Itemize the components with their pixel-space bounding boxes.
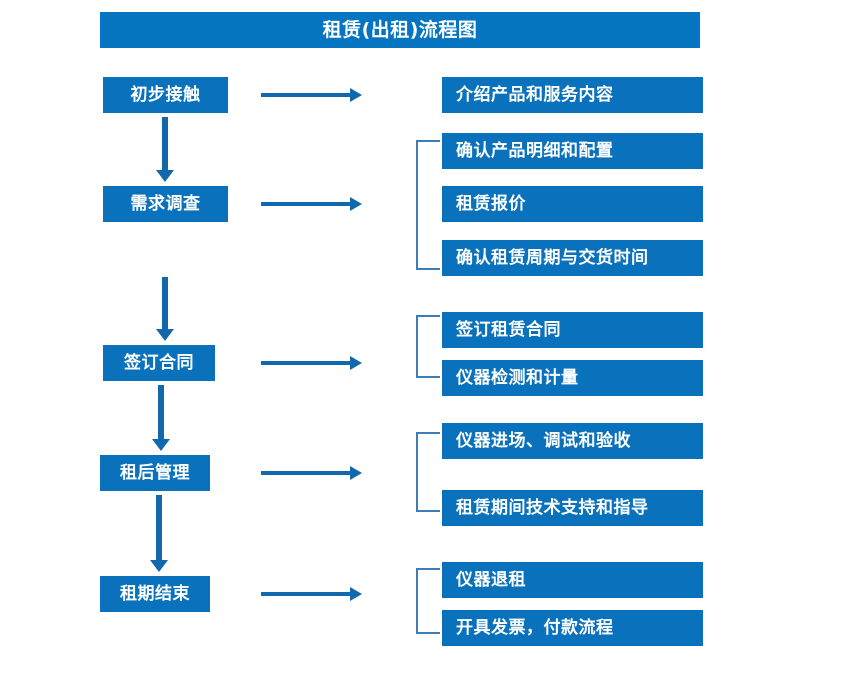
group-bracket-2 (416, 315, 440, 378)
detail-box-9[interactable]: 仪器退租 (442, 562, 703, 598)
horizontal-arrow-2 (261, 196, 362, 212)
stage-box-1[interactable]: 初步接触 (103, 77, 228, 113)
vertical-arrow-4 (150, 495, 168, 572)
detail-box-5-label: 签订租赁合同 (456, 319, 561, 340)
detail-box-3[interactable]: 租赁报价 (442, 186, 703, 222)
detail-box-1-label: 介绍产品和服务内容 (456, 84, 614, 105)
vertical-arrow-1 (156, 117, 174, 182)
detail-box-8[interactable]: 租赁期间技术支持和指导 (442, 490, 703, 526)
stage-box-3-label: 签订合同 (124, 352, 194, 373)
group-bracket-3 (416, 432, 440, 512)
detail-box-6[interactable]: 仪器检测和计量 (442, 360, 703, 396)
group-bracket-1 (416, 140, 440, 270)
detail-box-1[interactable]: 介绍产品和服务内容 (442, 77, 703, 113)
group-bracket-4 (416, 568, 440, 634)
page-title: 租赁(出租)流程图 (322, 18, 478, 41)
stage-box-4-label: 租后管理 (120, 462, 190, 483)
detail-box-4-label: 确认租赁周期与交货时间 (456, 247, 649, 268)
detail-box-10[interactable]: 开具发票，付款流程 (442, 610, 703, 646)
horizontal-arrow-4 (261, 465, 362, 481)
stage-box-5[interactable]: 租期结束 (100, 576, 210, 612)
vertical-arrow-2 (156, 277, 174, 341)
horizontal-arrow-5 (261, 586, 362, 602)
detail-box-9-label: 仪器退租 (456, 569, 526, 590)
detail-box-6-label: 仪器检测和计量 (456, 367, 579, 388)
detail-box-4[interactable]: 确认租赁周期与交货时间 (442, 240, 703, 276)
stage-box-3[interactable]: 签订合同 (103, 345, 215, 381)
detail-box-10-label: 开具发票，付款流程 (456, 617, 614, 638)
detail-box-3-label: 租赁报价 (456, 193, 526, 214)
detail-box-8-label: 租赁期间技术支持和指导 (456, 497, 649, 518)
detail-box-2-label: 确认产品明细和配置 (456, 140, 614, 161)
stage-box-1-label: 初步接触 (130, 84, 201, 105)
detail-box-7-label: 仪器进场、调试和验收 (456, 430, 631, 451)
stage-box-4[interactable]: 租后管理 (100, 455, 210, 491)
stage-box-2-label: 需求调查 (130, 193, 201, 214)
detail-box-2[interactable]: 确认产品明细和配置 (442, 133, 703, 169)
vertical-arrow-3 (152, 385, 170, 451)
stage-box-2[interactable]: 需求调查 (103, 186, 228, 222)
horizontal-arrow-3 (261, 355, 362, 371)
detail-box-7[interactable]: 仪器进场、调试和验收 (442, 423, 703, 459)
chart-title-bar: 租赁(出租)流程图 (100, 12, 700, 48)
stage-box-5-label: 租期结束 (120, 583, 190, 604)
horizontal-arrow-1 (261, 87, 362, 103)
detail-box-5[interactable]: 签订租赁合同 (442, 312, 703, 348)
